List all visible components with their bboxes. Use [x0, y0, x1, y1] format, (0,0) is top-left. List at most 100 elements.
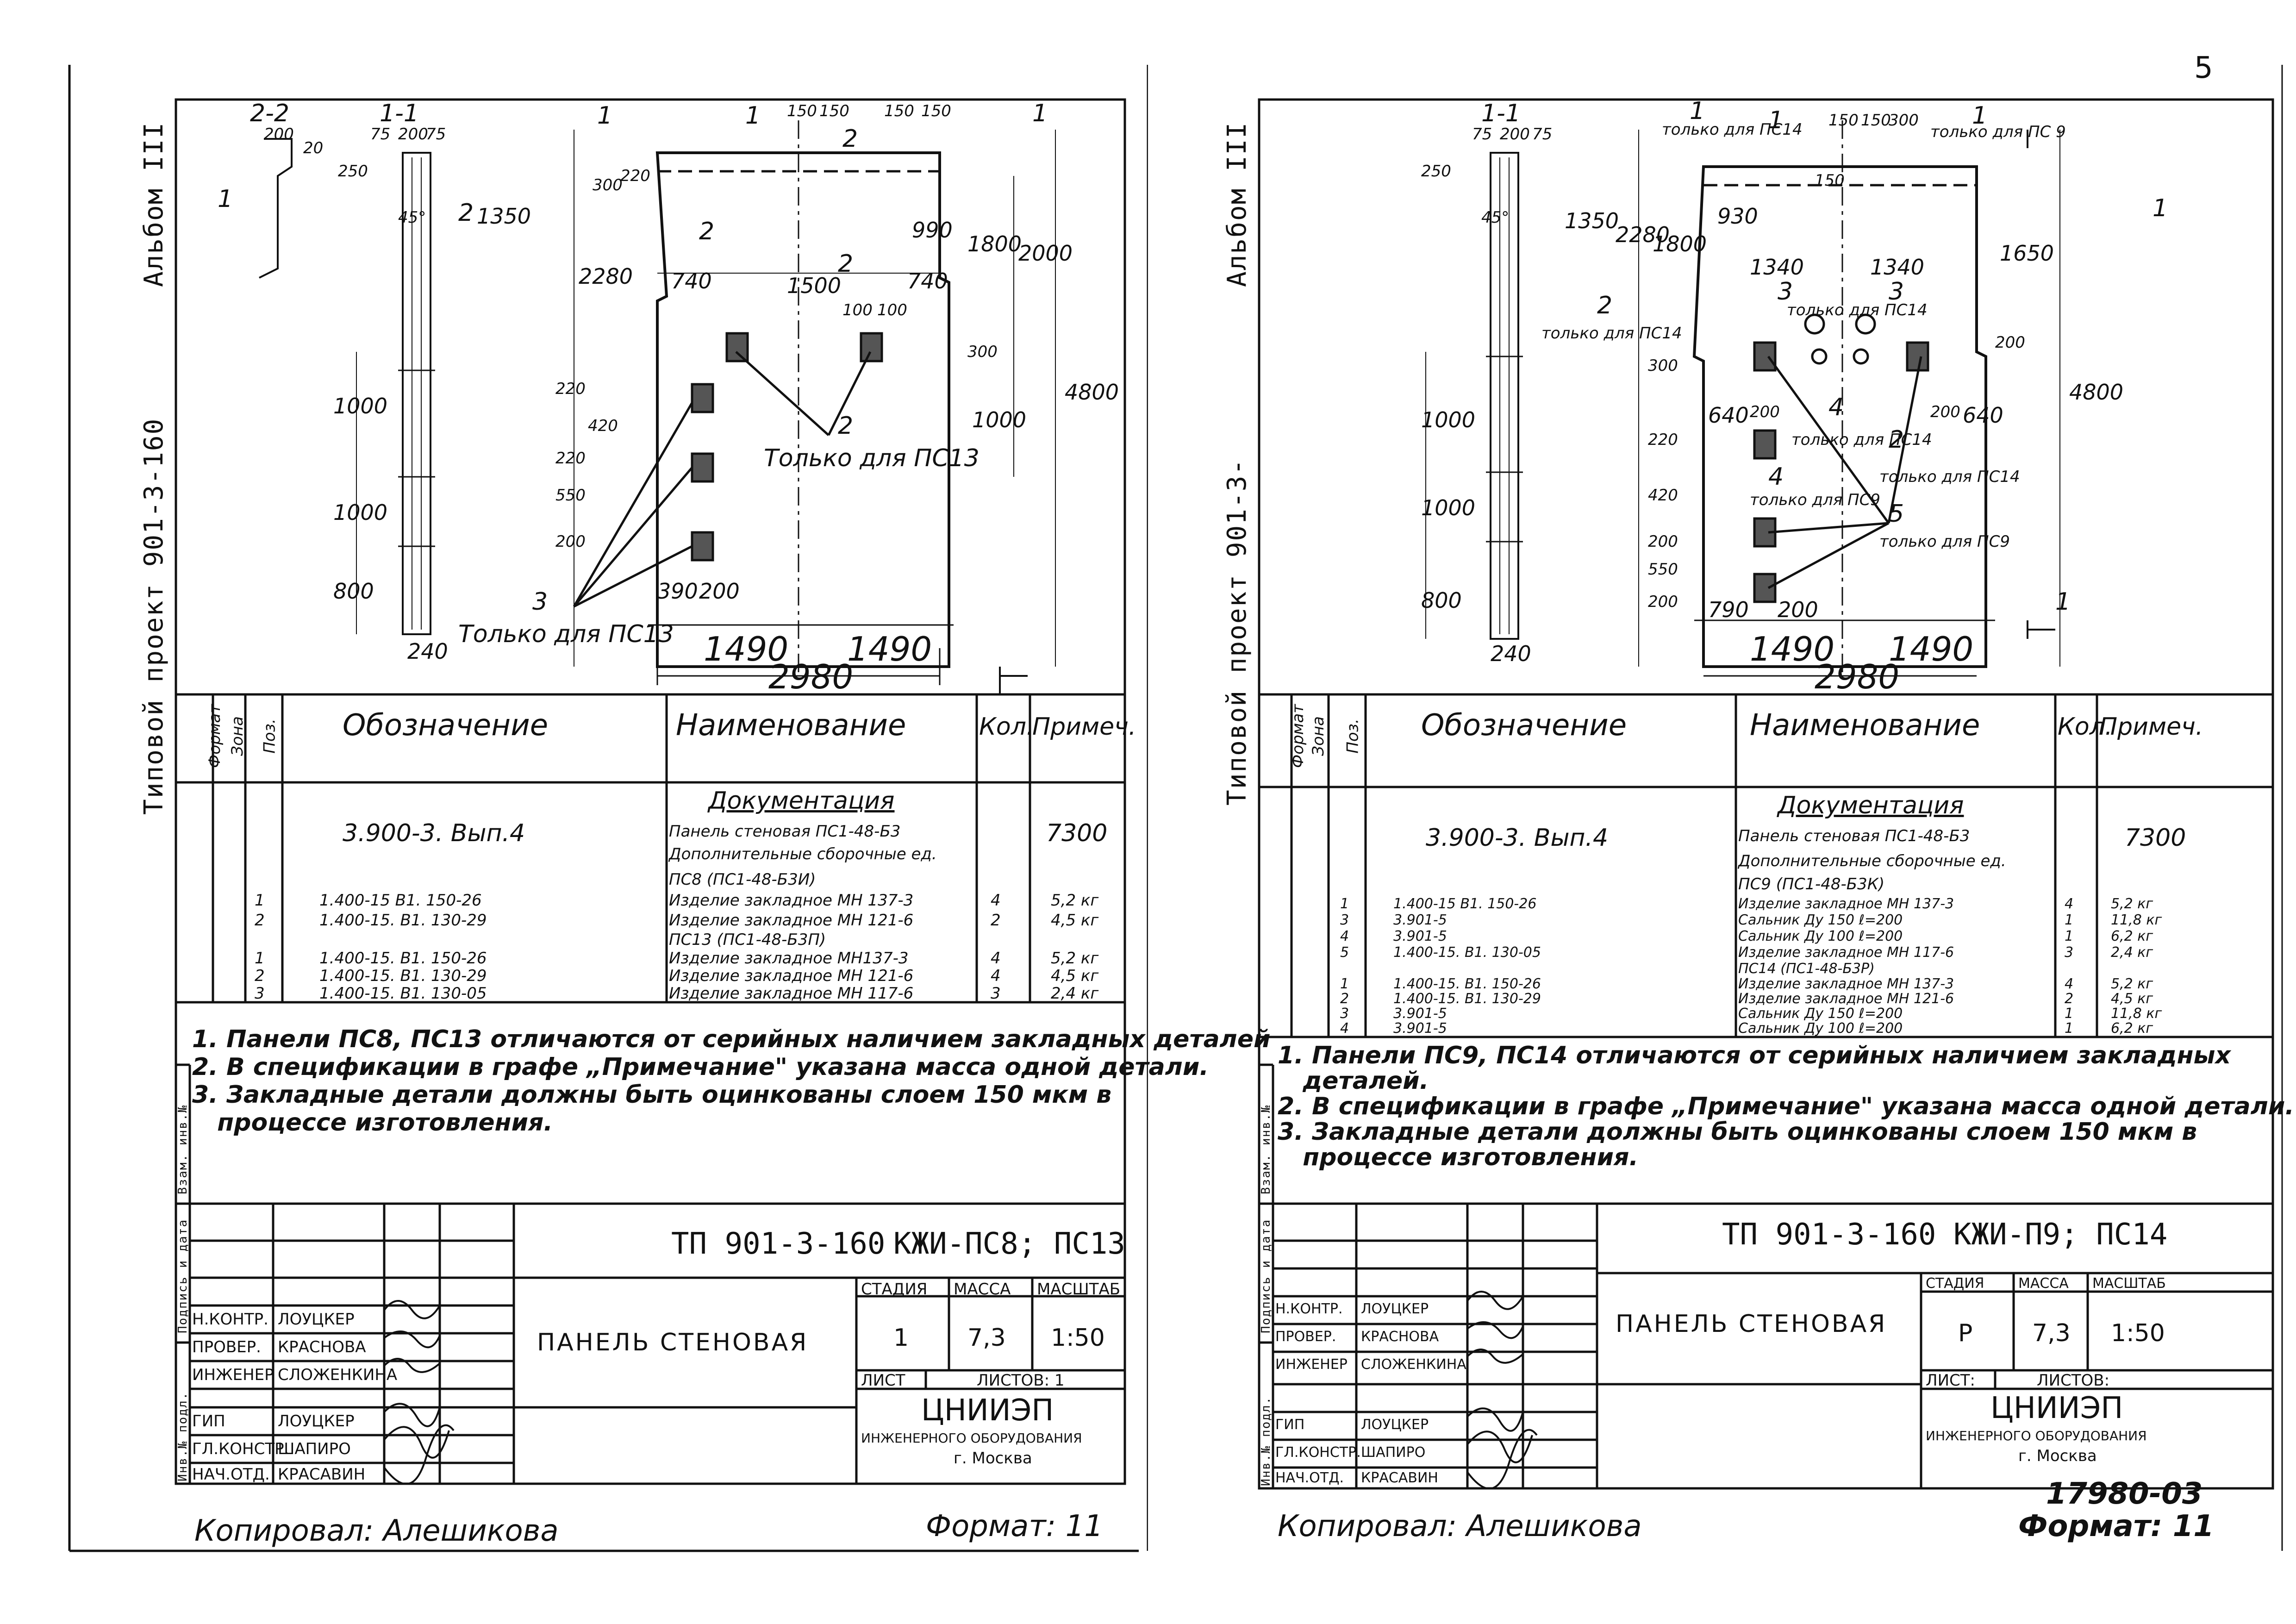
dim: 75 — [426, 125, 446, 144]
dim: 300 — [593, 176, 623, 194]
spec-section: Документация — [708, 787, 895, 815]
stamp-sheets: Листов: — [2037, 1371, 2110, 1390]
table-row: ПС9 (ПС1-48-Б3К) — [1738, 875, 1885, 893]
table-row: ПС14 (ПС1-48-Б3Р) — [1738, 961, 1875, 977]
callout: 2 — [1889, 426, 1904, 454]
table-row: 4 3.901-5 Сальник Ду 100 ℓ=200 1 6,2 кг — [1340, 928, 2153, 944]
stamp-mark: КЖИ-П9; ПС14 — [1953, 1218, 2168, 1252]
dim: 240 — [1491, 641, 1531, 666]
dim: 790 — [1708, 597, 1749, 622]
callout: 2 — [458, 199, 474, 227]
copied-by: Копировал: Алешикова — [1278, 1509, 1642, 1543]
dim: 1490 — [704, 630, 789, 668]
drawing-note: Только для ПС13 — [458, 620, 674, 648]
drawing-note: только для ПС 9 — [1930, 123, 2066, 141]
album-label: Альбом III — [139, 121, 169, 287]
dim: 2980 — [1815, 657, 1900, 696]
dim: 200 — [699, 579, 740, 604]
drawing-note: только для ПС14 — [1787, 301, 1928, 319]
dim: 75 — [370, 125, 391, 144]
callout: 1 — [1972, 102, 1988, 130]
dim: 250 — [338, 162, 368, 181]
dim: 20 — [303, 139, 324, 157]
note-line: процессе изготовления. — [1278, 1143, 1639, 1171]
stamp-scale: 1:50 — [1051, 1324, 1105, 1352]
stamp-org-sub: инженерного оборудования — [1926, 1428, 2147, 1443]
callout: 3 — [1778, 278, 1793, 306]
spec-header: Поз. — [260, 718, 279, 754]
dim: 640 — [1963, 403, 2003, 428]
table-row: Дополнительные сборочные ед. — [669, 845, 937, 863]
dim: 550 — [555, 486, 586, 505]
spec-header: Зона — [228, 716, 247, 756]
dim: 150 — [921, 102, 951, 120]
dim: 4800 — [2069, 380, 2124, 405]
table-row: Дополнительные сборочные ед. — [1738, 852, 2006, 870]
note-line: 2. В спецификации в графе „Примечание" у… — [192, 1053, 1209, 1081]
dim: 4800 — [1065, 380, 1119, 405]
table-row: ПС13 (ПС1-48-Б3П) — [669, 931, 826, 949]
dim: 1000 — [1421, 495, 1476, 520]
note-line: 1. Панели ПС9, ПС14 отличаются от серийн… — [1278, 1042, 2231, 1069]
dim: 930 — [1717, 204, 1758, 229]
stamp-city: г. Москва — [954, 1449, 1032, 1468]
spec-header: Формат — [205, 704, 224, 768]
drawing-note: только для ПС14 — [1541, 324, 1682, 343]
dim: 550 — [1648, 560, 1678, 579]
right-sheet: Альбом III Типовой проект 901-3- 1-1 75 … — [1148, 0, 2296, 1624]
format-label: Формат: 11 — [926, 1509, 1103, 1543]
stamp-org: ЦНИИЭП — [921, 1393, 1054, 1428]
spec-header: Поз. — [1343, 718, 1362, 754]
dim: 800 — [1421, 588, 1462, 613]
table-row: 1 1.400-15 В1. 150-26 Изделие закладное … — [255, 891, 1099, 910]
callout: 1 — [2152, 194, 2168, 222]
drawing-note: только для ПС9 — [1750, 491, 1880, 509]
copied-by: Копировал: Алешикова — [194, 1514, 559, 1548]
callout: 2 — [1597, 292, 1613, 319]
dim: 1490 — [1889, 630, 1974, 668]
dim: 390 — [657, 579, 698, 604]
dim: 990 — [912, 218, 953, 243]
dim: 150 — [1861, 111, 1891, 130]
album-label: Альбом III — [1222, 121, 1252, 287]
spec-header: Кол. — [979, 713, 1034, 741]
dim: 200 — [1500, 125, 1530, 144]
callout: 1 — [1768, 106, 1784, 134]
table-row: 3 1.400-15. В1. 130-05 Изделие закладное… — [255, 984, 1099, 1003]
drawing-note: только для ПС14 — [1662, 120, 1803, 139]
dim: 150 — [1815, 171, 1845, 190]
dim: 1000 — [333, 500, 388, 525]
dim: 1340 — [1750, 255, 1804, 280]
stamp-sheets: Листов: 1 — [977, 1371, 1065, 1390]
side-label: Инв.№ подл. — [1259, 1396, 1273, 1486]
callout: 1 — [745, 102, 761, 130]
callout: 4 — [1828, 394, 1844, 421]
dim: 200 — [264, 125, 294, 144]
stamp-org: ЦНИИЭП — [1990, 1391, 2123, 1425]
table-row: 1 1.400-15. В1. 150-26 Изделие закладное… — [1340, 976, 2153, 992]
table-row: 3.900-3. Вып.4 Панель стеновая ПС1-48-Б3… — [343, 819, 1108, 847]
note-line: 1. Панели ПС8, ПС13 отличаются от серийн… — [192, 1025, 1271, 1053]
dim: 1490 — [847, 630, 932, 668]
spec-header: Примеч. — [1032, 713, 1136, 741]
dim: 740 — [907, 269, 948, 294]
dim: 2280 — [1616, 222, 1670, 247]
dim: 240 — [407, 639, 448, 664]
dim: 220 — [620, 167, 650, 185]
callout: 2 — [699, 218, 715, 245]
callout: 5 — [1889, 500, 1904, 528]
dim: 420 — [1648, 486, 1678, 505]
page-number: 5 — [2194, 51, 2213, 85]
table-row: 2 1.400-15. В1. 130-29 Изделие закладное… — [255, 911, 1099, 930]
stamp-mass: 7,3 — [967, 1324, 1006, 1352]
project-label: Типовой проект 901-3-160 — [139, 418, 169, 815]
stamp-sheet: Лист: — [1926, 1371, 1975, 1390]
dim: 1350 — [477, 204, 531, 229]
table-row: 2 1.400-15. В1. 130-29 Изделие закладное… — [255, 967, 1099, 985]
table-row: 5 1.400-15. В1. 130-05 Изделие закладное… — [1340, 944, 2153, 961]
dim: 1800 — [1653, 231, 1707, 256]
spec-header: Обозначение — [1421, 708, 1627, 743]
dim: 75 — [1532, 125, 1553, 144]
table-row: 3.900-3. Вып.4 Панель стеновая ПС1-48-Б3… — [1426, 824, 2186, 852]
spec-header: Формат — [1288, 704, 1307, 768]
